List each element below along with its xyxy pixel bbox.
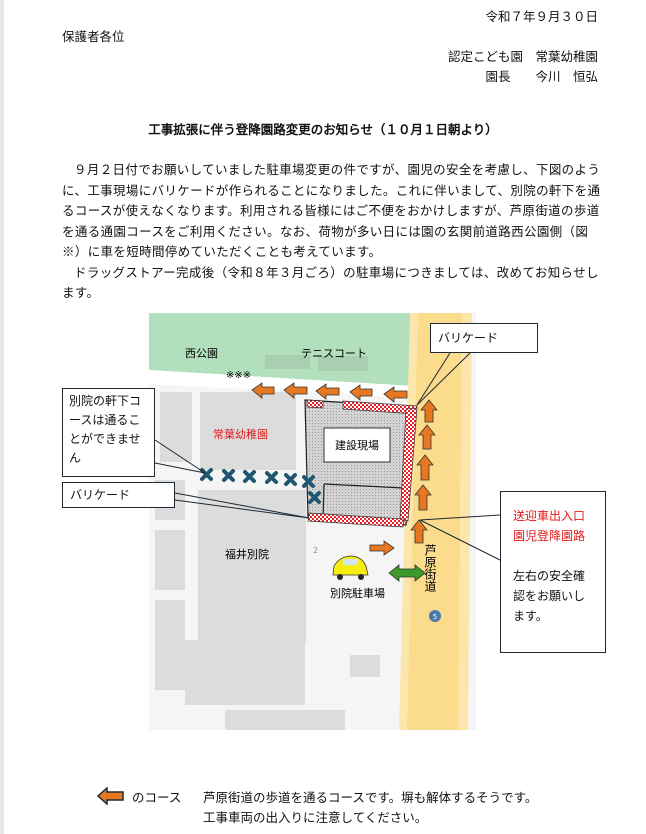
paragraph: ドラッグストアー完成後（令和８年３月ごろ）の駐車場につきましては、改めてお知らせ… bbox=[62, 264, 599, 301]
up-arrows bbox=[410, 399, 438, 544]
site-label: 建設現場 bbox=[335, 438, 379, 452]
up-arrow-icon bbox=[410, 519, 428, 544]
up-arrow-icon bbox=[414, 484, 432, 511]
car-icon bbox=[332, 555, 369, 580]
callout-pointers bbox=[154, 352, 501, 561]
legend-label: のコース bbox=[132, 790, 182, 805]
page-edge bbox=[0, 0, 4, 834]
up-arrow-icon bbox=[416, 454, 434, 481]
callout-no-route: 別院の軒下コースは通ることができません bbox=[62, 388, 155, 477]
cross-icon bbox=[284, 473, 297, 486]
up-arrow-icon bbox=[418, 424, 436, 450]
date: 令和７年９月３０日 bbox=[485, 9, 598, 24]
park-label: 西公園 bbox=[185, 347, 218, 360]
recipient: 保護者各位 bbox=[62, 29, 125, 44]
lot-number: 2 bbox=[313, 546, 318, 555]
cross-icon bbox=[265, 471, 278, 484]
page-title: 工事拡張に伴う登降園路変更のお知らせ（１０月１日朝より） bbox=[148, 122, 498, 137]
route-label: 園児登降園路 bbox=[513, 529, 586, 543]
two-way-arrow-icon bbox=[388, 564, 426, 582]
left-arrow-icon bbox=[97, 787, 124, 805]
left-arrow-icon bbox=[251, 382, 275, 399]
body-text: ９月２日付でお願いしていました駐車場変更の件ですが、園児の安全を考慮し、下図のよ… bbox=[62, 160, 602, 304]
cross-icon bbox=[222, 469, 235, 482]
callout-barricade-left: バリケード bbox=[62, 482, 175, 508]
callout-barricade-top: バリケード bbox=[430, 323, 538, 353]
left-arrow-icon bbox=[383, 386, 408, 403]
entrance-label: 送迎車出入口 bbox=[513, 509, 586, 523]
callout-entrance: 送迎車出入口 園児登降園路 左右の安全確認をお願いします。 bbox=[500, 491, 606, 653]
temple-label: 福井別院 bbox=[225, 547, 269, 561]
legend-line-1: 芦原街道の歩道を通るコースです。塀も解体するそうです。 bbox=[203, 790, 538, 805]
parking-label: 別院駐車場 bbox=[330, 586, 385, 600]
tennis-label: テニスコート bbox=[301, 347, 367, 360]
cross-icon bbox=[302, 475, 315, 488]
left-arrows bbox=[251, 382, 408, 403]
left-arrow-icon bbox=[283, 382, 308, 399]
cross-icon bbox=[308, 491, 321, 504]
sender-org: 認定こども園 常葉幼稚園 bbox=[447, 49, 598, 64]
road-label: 芦原街道 bbox=[423, 544, 437, 592]
up-arrow-icon bbox=[420, 399, 438, 423]
cross-icon bbox=[243, 470, 256, 483]
paragraph: ９月２日付でお願いしていました駐車場変更の件ですが、園児の安全を考慮し、下図のよ… bbox=[62, 162, 601, 259]
left-arrow-icon bbox=[349, 384, 373, 401]
route-number: 5 bbox=[433, 613, 437, 621]
safety-note: 左右の安全確認をお願いします。 bbox=[513, 569, 586, 623]
left-arrow-icon bbox=[315, 383, 340, 400]
reserved-spot-marks: ※※※ bbox=[226, 370, 251, 381]
kindergarten-label: 常葉幼稚園 bbox=[213, 427, 268, 441]
right-arrow-icon bbox=[369, 540, 395, 556]
sender-name: 園長 今川 恒弘 bbox=[485, 69, 598, 84]
legend-line-2: 工事車両の出入りに注意してください。 bbox=[203, 810, 428, 825]
